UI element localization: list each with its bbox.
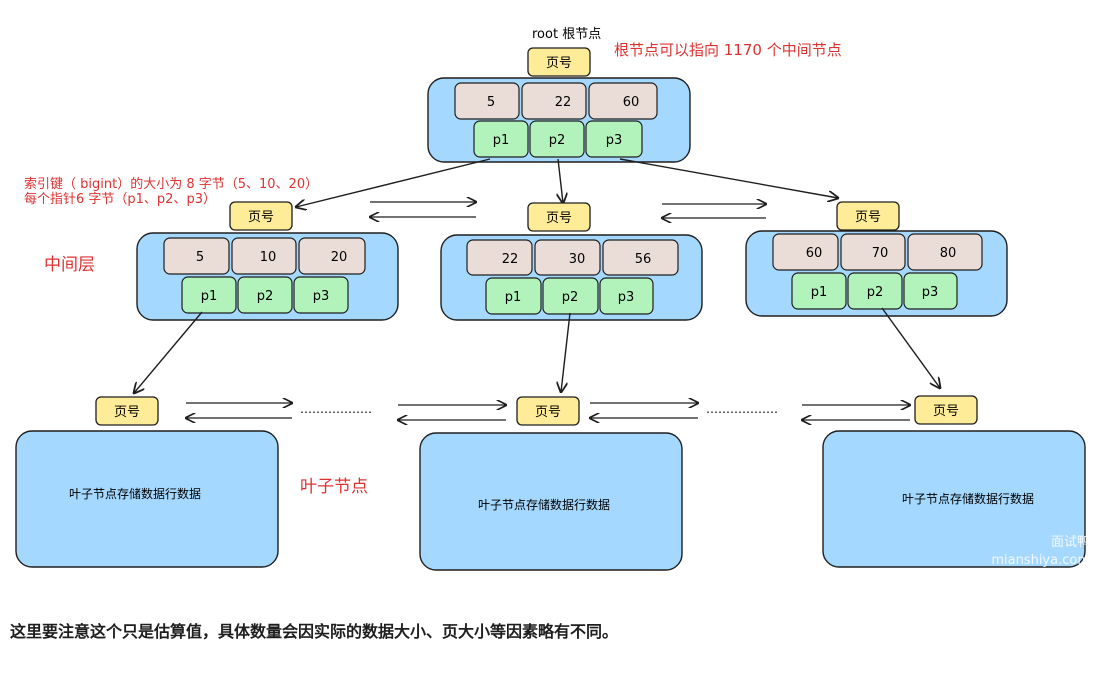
middle-key: 56 xyxy=(635,252,652,267)
middle-page-box xyxy=(229,201,293,231)
leaf-node-box xyxy=(822,430,1086,568)
middle-key: 80 xyxy=(940,246,957,261)
middle-key: 60 xyxy=(806,246,823,261)
btree-diagram: root 根节点 根节点可以指向 1170 个中间节点 页号 5 22 60 p… xyxy=(15,27,1086,571)
middle-page-box xyxy=(527,202,591,232)
root-key: 22 xyxy=(555,95,572,110)
leaf-text: 叶子节点存储数据行数据 xyxy=(478,497,610,512)
root-note: 根节点可以指向 1170 个中间节点 xyxy=(614,41,842,59)
leaf-layer-label: 叶子节点 xyxy=(300,477,368,497)
root-pointer: p3 xyxy=(606,133,623,148)
middle-pointer: p2 xyxy=(867,285,884,300)
index-note-line1: 索引键（ bigint）的大小为 8 字节（5、10、20） xyxy=(24,176,318,192)
middle-pointer: p1 xyxy=(201,289,218,304)
middle-key: 10 xyxy=(260,250,277,265)
middle-key-cell xyxy=(907,233,983,271)
leaf-text: 叶子节点存储数据行数据 xyxy=(69,486,201,501)
arrow-root-to-middle xyxy=(296,158,491,207)
leaf-text: 叶子节点存储数据行数据 xyxy=(902,491,1034,506)
middle-node: 页号 22 30 56 p1 p2 p3 xyxy=(440,202,703,321)
middle-pointer-cell xyxy=(791,272,847,310)
middle-pointer: p3 xyxy=(313,289,330,304)
leaf-node-box xyxy=(419,432,683,571)
middle-pointer: p1 xyxy=(505,290,522,305)
middle-key: 22 xyxy=(502,252,519,267)
caption-text: 这里要注意这个只是估算值，具体数量会因实际的数据大小、页大小等因素略有不同。 xyxy=(10,622,619,641)
leaf-page-label: 页号 xyxy=(114,405,140,420)
middle-node: 页号 5 10 20 p1 p2 p3 xyxy=(136,201,399,321)
middle-key-cell xyxy=(840,233,906,271)
arrow-middle-to-leaf xyxy=(134,311,203,393)
middle-page-label: 页号 xyxy=(546,211,572,226)
middle-key: 20 xyxy=(331,250,348,265)
index-note-line2: 每个指针6 字节（p1、p2、p3） xyxy=(24,191,216,207)
middle-key: 70 xyxy=(872,246,889,261)
watermark: 面试鸭 mianshiya.com xyxy=(991,534,1090,570)
root-key-cell xyxy=(454,82,520,120)
leaf-node: 页号 叶子节点存储数据行数据 xyxy=(15,396,279,568)
leaf-page-box xyxy=(95,396,159,426)
root-pointer: p2 xyxy=(549,133,566,148)
leaf-ellipsis: ……………… xyxy=(706,402,778,416)
middle-key-cell xyxy=(163,237,230,275)
leaf-page-box xyxy=(516,396,580,426)
middle-pointer-cell xyxy=(485,277,542,315)
arrow-root-to-middle xyxy=(558,158,563,203)
middle-key: 5 xyxy=(196,250,204,265)
middle-page-box xyxy=(836,201,900,231)
middle-page-label: 页号 xyxy=(248,210,274,225)
middle-node: 页号 60 70 80 p1 p2 p3 xyxy=(745,201,1008,317)
root-pointer-cell xyxy=(473,120,529,158)
middle-pointer: p1 xyxy=(811,285,828,300)
leaf-page-box xyxy=(914,395,978,425)
middle-pointer-cell xyxy=(237,276,293,314)
root-pointer-cell xyxy=(529,120,585,158)
leaf-page-label: 页号 xyxy=(933,404,959,419)
arrow-middle-to-leaf xyxy=(881,307,940,388)
middle-pointer: p2 xyxy=(257,289,274,304)
leaf-node: 页号 叶子节点存储数据行数据 xyxy=(419,396,683,571)
arrow-root-to-middle xyxy=(619,158,838,198)
root-node: 页号 5 22 60 p1 p2 p3 xyxy=(427,47,691,163)
middle-layer-label: 中间层 xyxy=(44,255,95,275)
root-pointer-cell xyxy=(585,120,643,158)
middle-pointer-cell xyxy=(599,277,654,315)
root-page-box xyxy=(527,47,591,77)
middle-key-cell xyxy=(602,239,679,276)
middle-pointer: p3 xyxy=(618,290,635,305)
root-page-label: 页号 xyxy=(546,56,572,71)
middle-key-cell xyxy=(534,239,601,276)
middle-key-cell xyxy=(466,239,533,276)
watermark-url: mianshiya.com xyxy=(991,553,1090,568)
root-key: 60 xyxy=(623,95,640,110)
middle-pointer: p3 xyxy=(922,285,939,300)
root-pointer: p1 xyxy=(493,133,510,148)
leaf-page-label: 页号 xyxy=(535,405,561,420)
middle-key-cell xyxy=(772,233,839,271)
leaf-node: 页号 叶子节点存储数据行数据 xyxy=(822,395,1086,568)
root-key: 5 xyxy=(487,95,495,110)
middle-pointer: p2 xyxy=(562,290,579,305)
watermark-title: 面试鸭 xyxy=(1050,535,1090,550)
root-key-cell xyxy=(588,82,658,120)
middle-pointer-cell xyxy=(847,272,903,310)
middle-pointer-cell xyxy=(181,276,237,314)
arrow-middle-to-leaf xyxy=(561,312,571,392)
middle-pointer-cell xyxy=(293,276,349,314)
middle-key-cell xyxy=(231,237,297,275)
leaf-ellipsis: ……………… xyxy=(300,402,372,416)
middle-key-cell xyxy=(298,237,366,275)
leaf-node-box xyxy=(15,430,279,568)
middle-pointer-cell xyxy=(903,272,958,310)
root-key-cell xyxy=(521,82,587,120)
root-label: root 根节点 xyxy=(532,27,601,42)
middle-key: 30 xyxy=(569,252,586,267)
middle-page-label: 页号 xyxy=(855,210,881,225)
